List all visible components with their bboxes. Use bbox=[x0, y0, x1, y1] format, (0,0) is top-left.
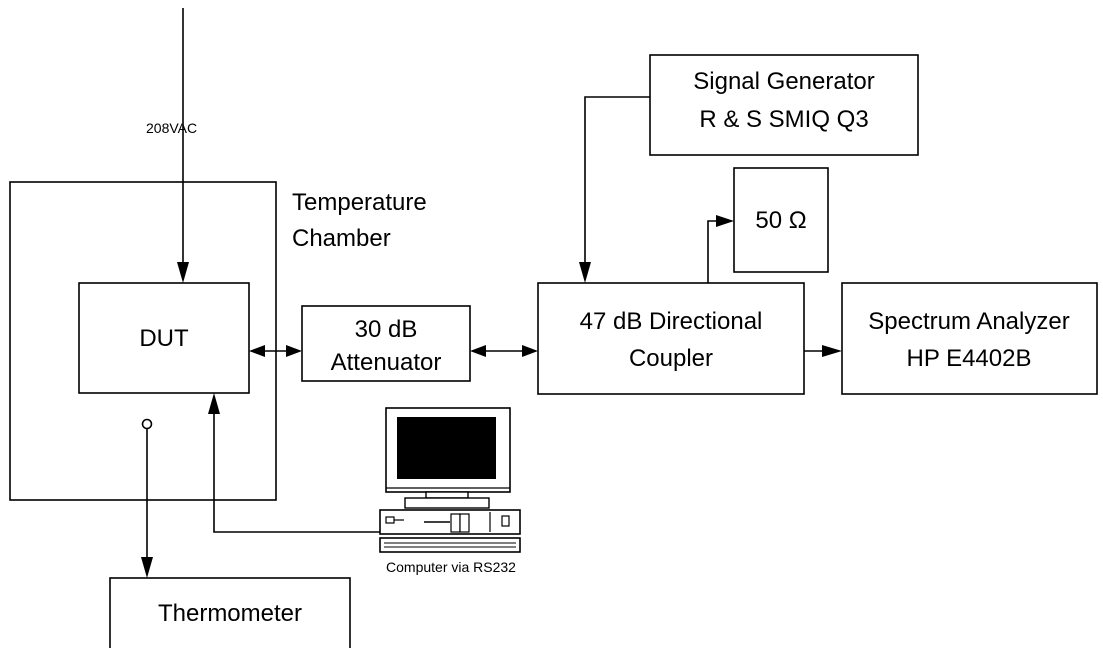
temperature-probe-icon bbox=[141, 418, 153, 430]
load-box bbox=[733, 167, 829, 273]
coupler-spectrum-arrowhead bbox=[822, 345, 842, 357]
probe-thermometer-arrowhead bbox=[141, 557, 153, 578]
power-arrowhead bbox=[177, 262, 189, 283]
power-label: 208VAC bbox=[146, 120, 197, 136]
dut-attenuator-arrow-right bbox=[286, 345, 302, 357]
spectrum-analyzer-label-line2: HP E4402B bbox=[907, 345, 1032, 372]
coupler-label-line1: 47 dB Directional bbox=[580, 308, 763, 335]
signal-generator-box bbox=[649, 54, 919, 156]
signal-generator-label-line1: Signal Generator bbox=[693, 68, 874, 95]
thermometer-label: Thermometer bbox=[158, 600, 302, 627]
coupler-box bbox=[537, 282, 805, 395]
spectrum-analyzer-box bbox=[841, 282, 1098, 395]
chamber-label-line2: Chamber bbox=[292, 225, 391, 252]
computer-label: Computer via RS232 bbox=[386, 559, 516, 575]
dut-label: DUT bbox=[139, 325, 189, 352]
attenuator-coupler-arrow-right bbox=[522, 345, 538, 357]
coupler-label-line2: Coupler bbox=[629, 345, 713, 372]
dut-box bbox=[78, 282, 250, 394]
attenuator-label-line2: Attenuator bbox=[331, 349, 442, 376]
attenuator-label-line1: 30 dB bbox=[355, 316, 418, 343]
computer-icon bbox=[379, 407, 521, 553]
load-label: 50 Ω bbox=[755, 207, 806, 234]
signal-generator-coupler-arrowhead bbox=[579, 262, 591, 283]
dut-attenuator-arrow-left bbox=[249, 345, 265, 357]
thermometer-box bbox=[109, 577, 351, 648]
computer-dut-arrowhead bbox=[208, 393, 220, 414]
coupler-load-arrowhead bbox=[716, 215, 734, 227]
spectrum-analyzer-label-line1: Spectrum Analyzer bbox=[868, 308, 1069, 335]
attenuator-coupler-arrow-left bbox=[470, 345, 486, 357]
signal-generator-label-line2: R & S SMIQ Q3 bbox=[699, 106, 868, 133]
coupler-load-link bbox=[707, 220, 718, 283]
chamber-label-line1: Temperature bbox=[292, 189, 427, 216]
computer-dut-link bbox=[213, 414, 380, 533]
signal-generator-coupler-link bbox=[584, 96, 650, 262]
attenuator-box bbox=[301, 305, 471, 382]
